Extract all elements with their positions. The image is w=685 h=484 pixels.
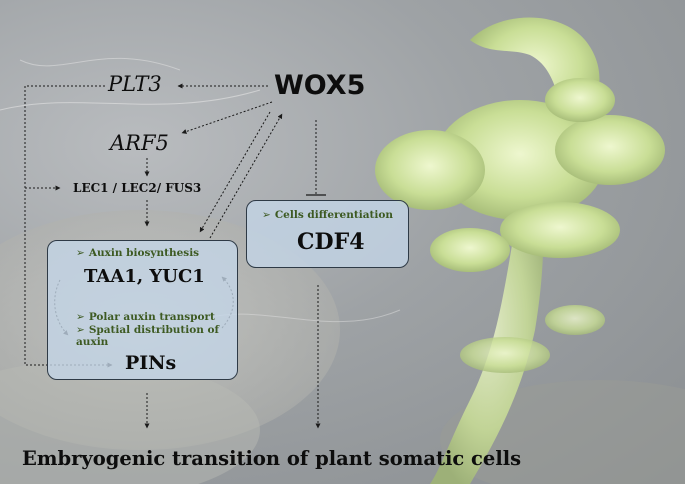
arrow-plt3-to-pins <box>24 85 113 368</box>
note-spatial-distribution: Spatial distribution of <box>76 324 219 336</box>
outcome-label: Embryogenic transition of plant somatic … <box>22 447 522 470</box>
auxin-regulation-box <box>47 240 238 380</box>
plt3-label: PLT3 <box>108 72 162 96</box>
arrow-wox5-to-arf5 <box>181 101 273 134</box>
note-spatial-distribution-cont-text: auxin <box>76 336 109 348</box>
arf5-label: ARF5 <box>110 131 169 155</box>
wox5-label: WOX5 <box>274 70 366 101</box>
note-spatial-distribution-cont: auxin <box>76 336 108 348</box>
cdf4-label: CDF4 <box>297 229 365 255</box>
taa1-yuc1-label: TAA1, YUC1 <box>84 266 205 287</box>
arrow-wox5-to-auxin-box <box>199 111 271 233</box>
pins-label: PINs <box>125 352 177 374</box>
note-cells-differentiation: Cells differentiation <box>262 209 393 221</box>
lec-fus3-label: LEC1 / LEC2/ FUS3 <box>73 181 202 195</box>
note-auxin-biosynthesis: Auxin biosynthesis <box>76 247 199 259</box>
note-polar-auxin-transport: Polar auxin transport <box>76 311 215 323</box>
